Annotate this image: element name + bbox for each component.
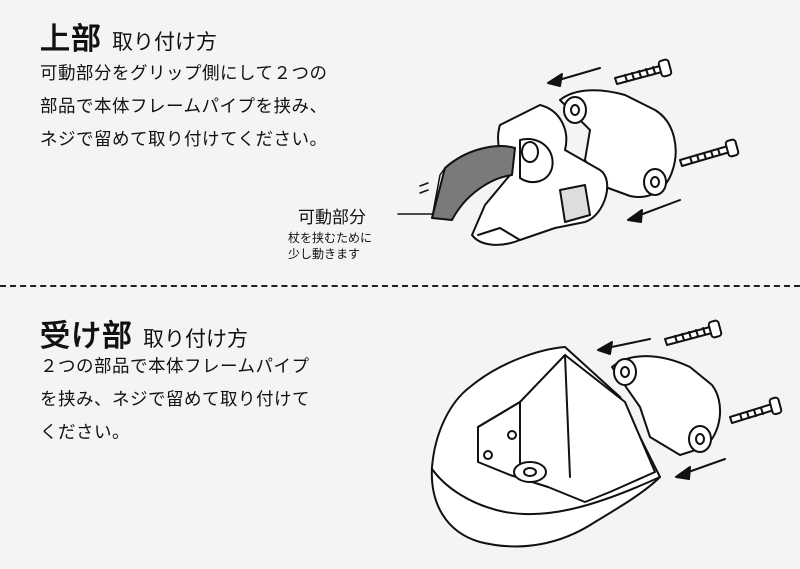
upper-mount-section: 上部 取り付け方 可動部分をグリップ側にして２つの 部品で本体フレームパイプを挟… (40, 14, 740, 262)
receiver-mount-section: 受け部 取り付け方 ２つの部品で本体フレームパイプ を挟み、ネジで留めて取り付け… (0, 287, 800, 569)
upper-title: 上部 (40, 22, 102, 57)
upper-line-1: 可動部分をグリップ側にして２つの (40, 64, 328, 84)
screw-icon (729, 396, 783, 424)
movable-part-label: 可動部分 (298, 208, 366, 228)
movable-note-line-2: 少し動きます (288, 247, 361, 261)
arrow-icon (547, 67, 601, 87)
receiver-cup-illustration (430, 319, 783, 548)
movable-part (431, 145, 516, 221)
upper-line-2: 部品で本体フレームパイプを挟み、 (40, 97, 328, 117)
arrow-icon (675, 458, 726, 480)
arrow-icon (597, 338, 651, 355)
lower-line-3: ください。 (40, 423, 130, 443)
upper-heading: 上部 取り付け方 (40, 14, 217, 58)
lower-subtitle: 取り付け方 (143, 327, 248, 351)
screw-icon (664, 319, 723, 346)
section-divider (0, 285, 800, 287)
upper-instructions: 可動部分をグリップ側にして２つの 部品で本体フレームパイプを挟み、 ネジで留めて… (40, 58, 327, 157)
screw-icon (679, 138, 740, 167)
lower-line-1: ２つの部品で本体フレームパイプ (40, 357, 310, 377)
lower-instructions: ２つの部品で本体フレームパイプ を挟み、ネジで留めて取り付けて ください。 (40, 351, 310, 450)
arrow-icon (627, 199, 681, 223)
screw-icon (614, 58, 673, 85)
upper-subtitle: 取り付け方 (112, 30, 217, 54)
movable-part-note: 杖を挟むために 少し動きます (288, 230, 372, 262)
lower-heading: 受け部 取り付け方 (40, 311, 248, 355)
upper-clamp-illustration (397, 58, 740, 246)
lower-line-2: を挟み、ネジで留めて取り付けて (40, 390, 310, 410)
movable-note-line-1: 杖を挟むために (288, 231, 373, 245)
upper-line-3: ネジで留めて取り付けてください。 (40, 130, 328, 150)
lower-title: 受け部 (40, 319, 133, 354)
